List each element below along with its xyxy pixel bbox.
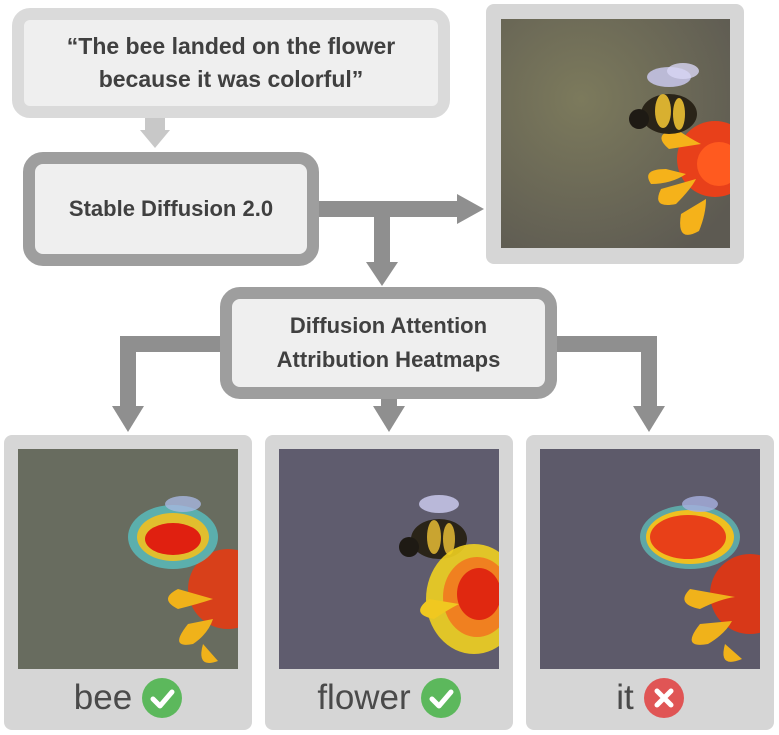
label-bee: bee [4,676,252,720]
arrow-model-to-image-head [457,194,484,224]
generated-image [501,19,730,248]
heatmap-hot [650,515,726,559]
arrow-prompt-to-model [145,118,165,132]
attribution-label: Diffusion Attention Attribution Heatmaps [276,313,501,372]
text-prompt: “The bee landed on the flower because it… [12,8,450,118]
heatmap-it [540,449,760,669]
arrow-to-bee [120,336,220,352]
word-flower: flower [317,678,411,717]
check-icon [142,678,183,718]
model-box: Stable Diffusion 2.0 [23,152,319,266]
heatmap-bee [18,449,238,669]
arrow-to-attribution-head [366,262,398,286]
heatmap-hot [145,523,201,555]
attribution-box: Diffusion Attention Attribution Heatmaps [220,287,557,399]
bee-shape [629,63,699,134]
heatmap-hot [457,568,499,620]
arrow-to-it [557,336,657,352]
check-icon [420,678,461,718]
prompt-text: “The bee landed on the flower because it… [66,33,396,92]
arrow-to-flower [381,399,397,409]
label-flower: flower [265,676,513,720]
cross-icon [643,678,684,718]
arrow-prompt-to-model-head [140,130,170,148]
word-bee: bee [73,678,133,717]
word-it: it [616,678,634,717]
model-label: Stable Diffusion 2.0 [68,196,274,221]
label-it: it [526,676,774,720]
arrow-to-attribution [374,209,390,265]
heatmap-flower [279,449,499,669]
flower-shape [648,121,730,235]
